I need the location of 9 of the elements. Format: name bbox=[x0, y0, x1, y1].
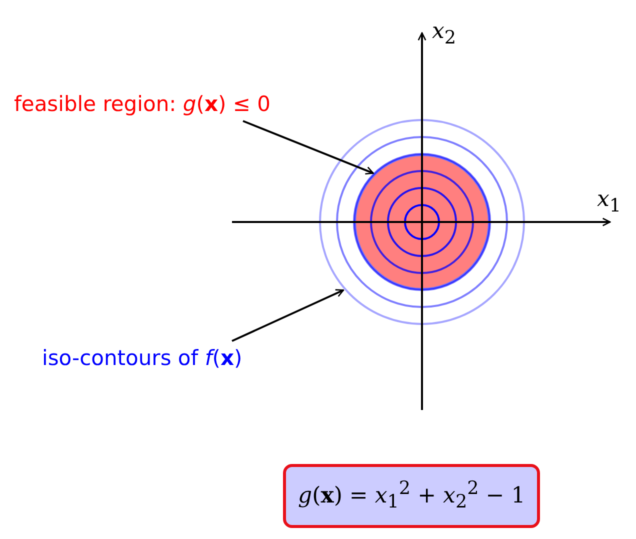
feasible-disk bbox=[354, 154, 490, 290]
leader-arrow bbox=[242, 120, 374, 175]
callout-text: feasible region: g(x) ≤ 0 bbox=[14, 90, 270, 118]
contour-rings bbox=[319, 119, 525, 325]
formula-box: g(x) = x$_{1}$$^{2}$ + x$_{2}$$^{2}$ − 1 bbox=[283, 464, 540, 528]
leader-arrow bbox=[232, 289, 344, 342]
axis-label: x$_{1}$ bbox=[597, 186, 622, 218]
callout-text: iso-contours of f(x) bbox=[42, 344, 242, 372]
axis-label: x$_{2}$ bbox=[432, 18, 456, 50]
